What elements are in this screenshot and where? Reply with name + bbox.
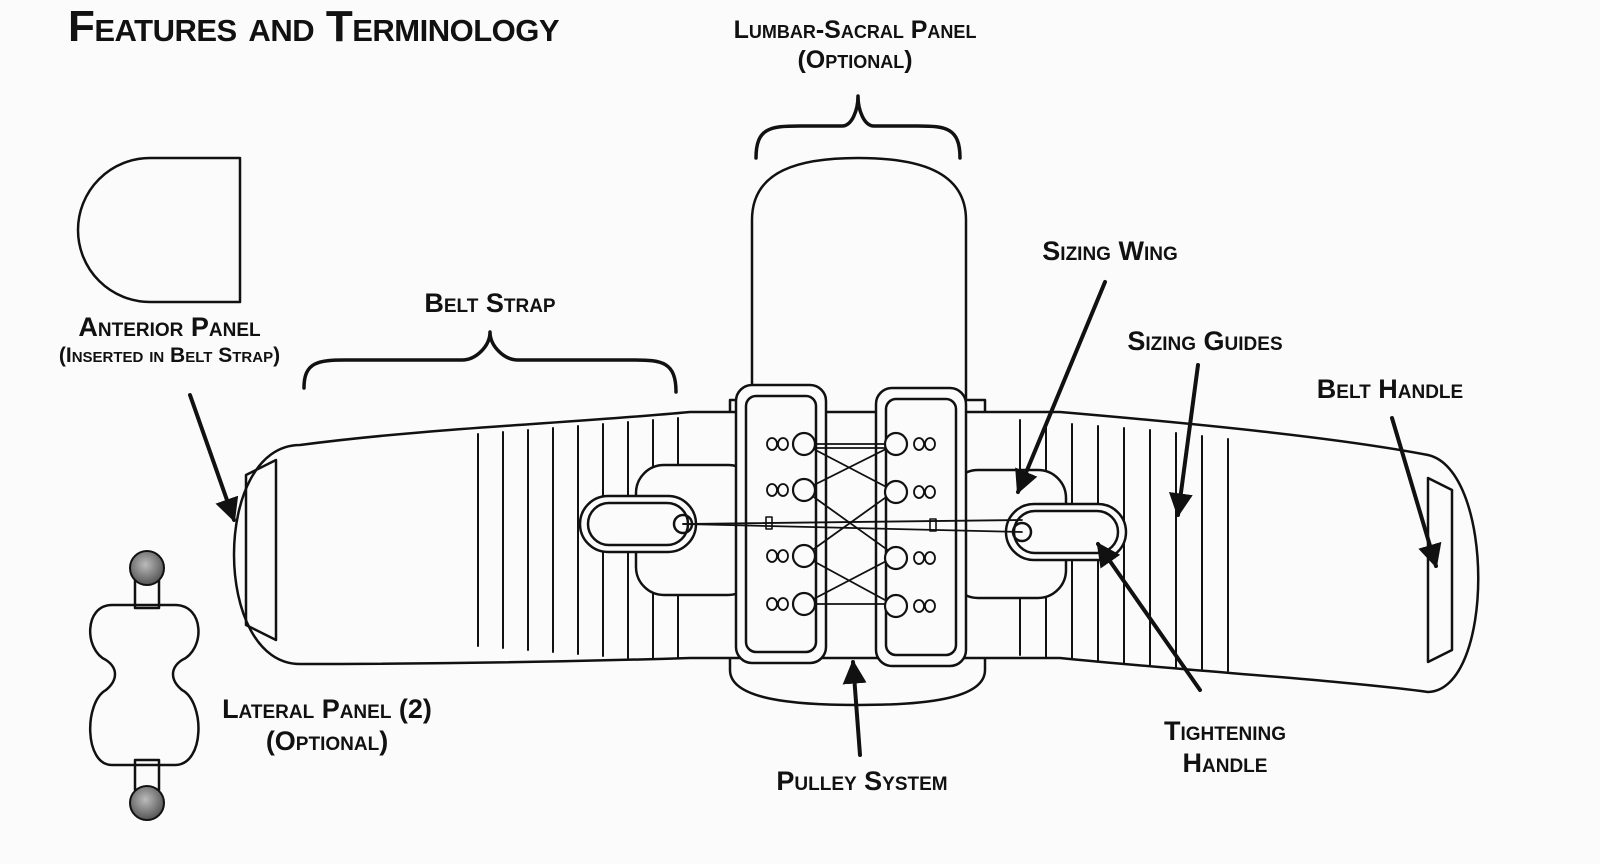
label-sizing-wing: Sizing Wing — [1042, 236, 1178, 266]
lateral-panel-shape — [88, 550, 200, 821]
anterior-panel-pocket — [244, 458, 278, 642]
pulley-cables — [682, 443, 1023, 607]
label-lateral-panel: Lateral Panel (2) (Optional) — [222, 694, 432, 756]
arrow-belt-handle — [1390, 416, 1442, 569]
belt-strap-shape — [232, 410, 1480, 694]
arrow-tightening-handle — [1096, 542, 1202, 692]
label-anterior-panel: Anterior Panel (Inserted in Belt Strap) — [58, 312, 281, 367]
arrow-pulley-system — [842, 659, 867, 757]
arrow-sizing-wing — [1015, 280, 1107, 495]
pulley-wheels — [791, 431, 909, 619]
pulley-housing-right — [874, 386, 968, 668]
page-title: Features and Terminology — [68, 2, 560, 51]
arrow-anterior-panel — [188, 393, 239, 523]
arrow-sizing-guides — [1168, 363, 1200, 518]
adjustment-holes — [766, 437, 936, 613]
belt-handle-slot — [1426, 476, 1454, 664]
anterior-panel-shape — [76, 156, 242, 304]
label-pulley-system: Pulley System — [776, 766, 948, 796]
label-belt-strap: Belt Strap — [424, 288, 556, 318]
label-lumbar-sacral-panel: Lumbar-Sacral Panel (Optional) — [733, 16, 977, 74]
belt-strap-brace — [302, 330, 678, 394]
tightening-handle-left — [578, 494, 698, 554]
lumbar-sacral-brace — [754, 94, 962, 160]
label-tightening-handle: Tightening Handle — [1163, 716, 1287, 778]
tightening-handle-right — [1004, 502, 1128, 562]
label-sizing-guides: Sizing Guides — [1127, 326, 1283, 356]
label-belt-handle: Belt Handle — [1316, 374, 1464, 404]
